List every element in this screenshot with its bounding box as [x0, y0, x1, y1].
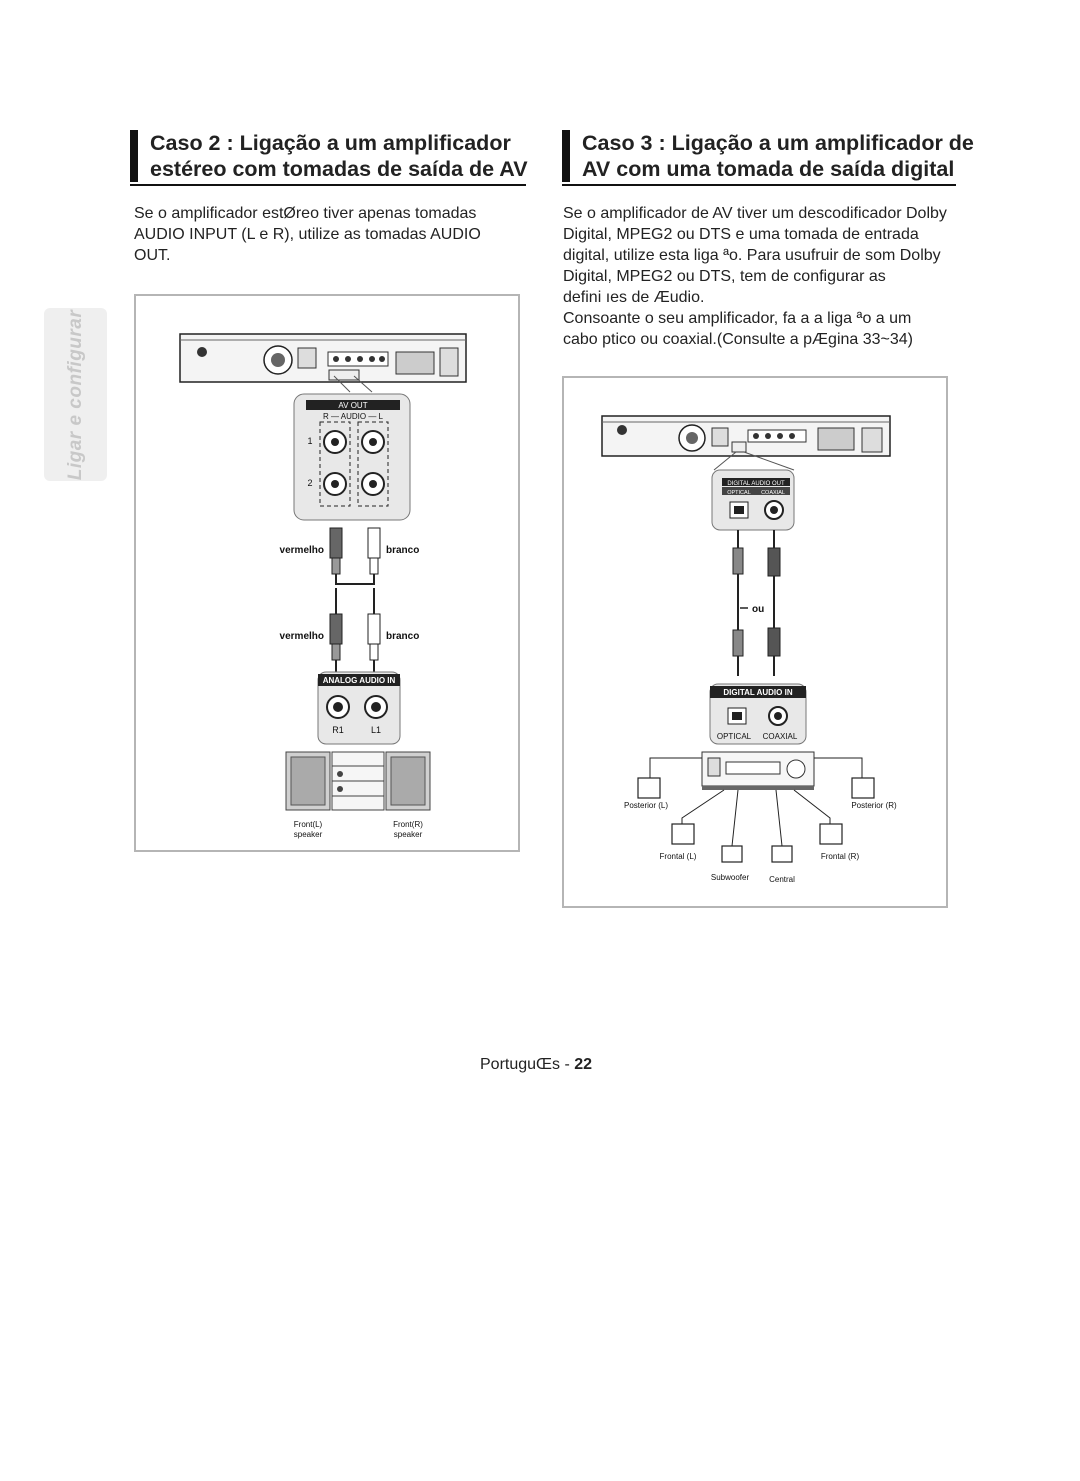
case2-heading-rule — [130, 184, 526, 186]
left-plug-color-top: vermelho — [280, 545, 324, 556]
stereo-system — [285, 751, 431, 811]
av-out-row2-label: 2 — [307, 478, 312, 488]
rear-left-label: Posterior (L) — [624, 801, 668, 810]
optical-top-label: OPTICAL — [727, 490, 751, 496]
digital-audio-out-panel: DIGITAL AUDIO OUT OPTICAL COAXIAL — [711, 469, 795, 531]
digital-audio-out-label: DIGITAL AUDIO OUT — [727, 481, 785, 487]
analog-audio-in-label: ANALOG AUDIO IN — [323, 676, 396, 685]
case3-body: Se o amplificador de AV tiver um descodi… — [563, 203, 953, 350]
av-out-panel: AV OUT R — AUDIO — L 1 2 — [293, 393, 411, 521]
rca-cable-bottom — [329, 596, 381, 672]
case3-heading-rule — [562, 184, 956, 186]
digital-audio-in-label: DIGITAL AUDIO IN — [723, 688, 792, 697]
case3-body-line: Digital, MPEG2 ou DTS e uma tomada de en… — [563, 226, 919, 243]
av-out-label: AV OUT — [338, 401, 367, 410]
jack-l-label: L1 — [371, 725, 381, 735]
case3-heading: Caso 3 : Ligação a um amplificador de AV… — [562, 130, 974, 186]
coaxial-cable — [767, 530, 781, 676]
av-receiver — [701, 751, 815, 790]
case2-body-line: Se o amplificador estØreo tiver apenas t… — [134, 205, 477, 222]
speaker-wiring — [649, 757, 863, 847]
front-left-speaker-label: speaker — [294, 830, 323, 839]
coaxial-top-label: COAXIAL — [761, 490, 785, 496]
speaker-boxes — [637, 777, 875, 863]
case3-body-line: digital, utilize esta liga ªo. Para usuf… — [563, 247, 941, 264]
case2-body-line: AUDIO INPUT (L e R), utilize as tomadas … — [134, 226, 481, 243]
section-side-tab-label: Ligar e configurar — [64, 309, 86, 480]
case3-diagram: DIGITAL AUDIO OUT OPTICAL COAXIAL ou — [601, 415, 897, 884]
right-plug-color-bottom: branco — [386, 631, 419, 642]
case2-heading-line1: Caso 2 : Ligação a um amplificador — [150, 131, 511, 155]
analog-audio-in-panel: ANALOG AUDIO IN R1 L1 — [317, 671, 401, 745]
optical-bottom-label: OPTICAL — [717, 732, 752, 741]
subwoofer-label: Subwoofer — [711, 873, 750, 882]
case2-body-line: OUT. — [134, 247, 171, 264]
case3-heading-line1: Caso 3 : Ligação a um amplificador de — [582, 131, 974, 155]
digital-audio-in-panel: DIGITAL AUDIO IN OPTICAL COAXIAL — [709, 683, 807, 745]
case2-heading: Caso 2 : Ligação a um amplificador estér… — [130, 130, 528, 186]
av-out-row1-label: 1 — [307, 436, 312, 446]
rca-cable-top — [329, 527, 381, 598]
case2-heading-line2: estéreo com tomadas de saída de AV — [150, 157, 528, 181]
rear-right-label: Posterior (R) — [851, 801, 897, 810]
case3-heading-line2: AV com uma tomada de saída digital — [582, 157, 955, 181]
case3-body-line: cabo ptico ou coaxial.(Consulte a pÆgina… — [563, 331, 913, 348]
case3-body-line: Digital, MPEG2 ou DTS, tem de configurar… — [563, 268, 886, 285]
page-number: 22 — [574, 1056, 593, 1073]
case2-body: Se o amplificador estØreo tiver apenas t… — [134, 203, 514, 266]
footer-language: PortuguŒs - — [480, 1056, 570, 1073]
section-side-tab: Ligar e configurar — [44, 308, 107, 481]
left-plug-color-bottom: vermelho — [280, 631, 324, 642]
front-right-label: Front(R) — [393, 820, 423, 829]
coaxial-bottom-label: COAXIAL — [763, 732, 798, 741]
case3-body-line: defini ıes de Æudio. — [563, 289, 705, 306]
front-left-label: Front(L) — [294, 820, 323, 829]
front-left-label: Frontal (L) — [660, 852, 697, 861]
center-label: Central — [769, 875, 795, 884]
case3-body-line: Consoante o seu amplificador, fa a a lig… — [563, 310, 912, 327]
dvd-recorder-rear-panel — [601, 415, 891, 457]
page-footer: PortuguŒs - 22 — [480, 1056, 592, 1074]
case2-diagram-panel: AV OUT R — AUDIO — L 1 2 vermelho branco — [134, 294, 520, 852]
or-label: ou — [752, 604, 764, 615]
jack-r-label: R1 — [332, 725, 344, 735]
audio-channel-label: R — AUDIO — L — [323, 412, 384, 421]
case2-diagram: AV OUT R — AUDIO — L 1 2 vermelho branco — [179, 333, 467, 839]
front-right-speaker-label: speaker — [394, 830, 423, 839]
case3-diagram-panel: DIGITAL AUDIO OUT OPTICAL COAXIAL ou — [562, 376, 948, 908]
optical-cable — [732, 530, 744, 676]
right-plug-color-top: branco — [386, 545, 419, 556]
case3-body-line: Se o amplificador de AV tiver um descodi… — [563, 205, 947, 222]
front-right-label: Frontal (R) — [821, 852, 860, 861]
dvd-recorder-rear-panel — [179, 333, 467, 383]
